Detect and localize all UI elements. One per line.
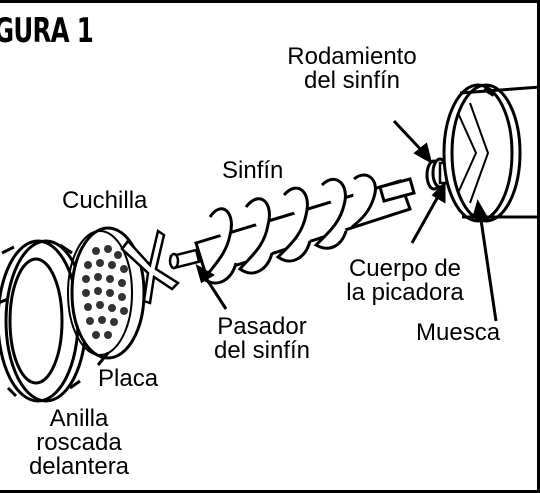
label-bearing-line-2: del sinfín [262,69,442,93]
label-notch: Muesca [416,321,500,345]
front-ring-part [0,241,86,401]
label-bearing-line-1: Rodamiento [262,45,442,69]
figure-title: GURA 1 [0,11,93,51]
label-worm-pin-line-2: del sinfín [192,339,332,363]
label-plate: Placa [98,367,158,391]
worm-pin-part [170,250,199,268]
label-grinder-body: Cuerpo de la picadora [330,257,480,305]
grinder-body-part [444,85,540,221]
label-auger: Sinfín [222,159,283,183]
label-front-ring: Anilla roscada delantera [4,407,154,479]
label-front-ring-line-2: roscada [4,431,154,455]
label-blade: Cuchilla [62,189,147,213]
label-front-ring-line-3: delantera [4,455,154,479]
label-bearing: Rodamiento del sinfín [262,45,442,93]
label-grinder-body-line-1: Cuerpo de [330,257,480,281]
label-front-ring-line-1: Anilla [4,407,154,431]
label-worm-pin-line-1: Pasador [192,315,332,339]
label-grinder-body-line-2: la picadora [330,281,480,305]
label-worm-pin: Pasador del sinfín [192,315,332,363]
